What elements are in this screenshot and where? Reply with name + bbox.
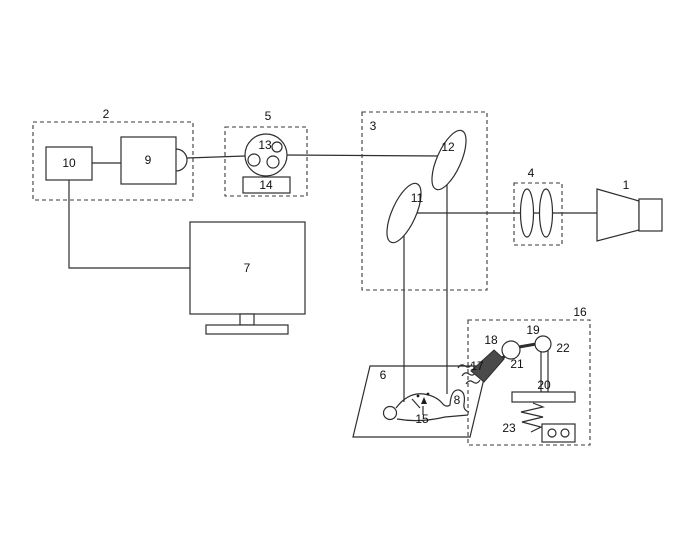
patient-head — [382, 405, 398, 421]
monitor-screen-7 — [189, 221, 306, 315]
source-cone-1 — [596, 188, 640, 242]
link-camera-filterwheel — [186, 155, 246, 159]
box-9 — [120, 136, 177, 185]
box-10 — [45, 146, 93, 181]
marker-dot-2 — [426, 392, 430, 396]
patient-arm — [411, 398, 421, 409]
ref-10-label: 10 — [62, 156, 76, 170]
ref-8-label: 8 — [454, 393, 461, 407]
link-filterwheel-mirror12 — [286, 154, 442, 157]
link-box10-monitor — [68, 180, 190, 269]
robot-link-upper — [518, 342, 537, 349]
wave-1 — [457, 363, 473, 369]
ref-18-label: 18 — [484, 333, 498, 347]
ref-7-label: 7 — [244, 261, 251, 275]
robot-platform — [511, 391, 576, 403]
unit16-boundary — [467, 319, 591, 446]
ref-23-label: 23 — [502, 421, 516, 435]
ref-3-label: 3 — [370, 119, 377, 133]
unit4-boundary — [513, 182, 563, 246]
ref-12-label: 12 — [441, 140, 455, 154]
lens-2 — [538, 188, 554, 238]
marker-dot-1 — [416, 394, 420, 398]
ref-20-label: 20 — [537, 378, 551, 392]
pedal-button-1 — [547, 428, 557, 438]
unit3-boundary — [361, 111, 488, 291]
source-body-1 — [638, 198, 663, 232]
box-14 — [242, 176, 291, 194]
ref-9-label: 9 — [145, 153, 152, 167]
robot-applicator-17 — [470, 349, 505, 383]
cable-spring-23 — [520, 402, 546, 433]
pedal-button-2 — [560, 428, 570, 438]
ref-16-label: 16 — [573, 305, 587, 319]
patient-body-top — [395, 389, 470, 413]
ref-15-label: 15 — [415, 412, 429, 426]
ref-13-label: 13 — [258, 138, 272, 152]
ref-6-label: 6 — [380, 368, 387, 382]
ref-1-label: 1 — [623, 178, 630, 192]
ref-5-label: 5 — [265, 109, 272, 123]
ref-4-label: 4 — [528, 166, 535, 180]
ref-17-label: 17 — [470, 359, 484, 373]
filter-aperture-2 — [266, 155, 280, 169]
ref-11-label: 11 — [411, 191, 424, 205]
patient-body-bottom — [396, 414, 469, 422]
filter-aperture-3 — [271, 141, 283, 153]
robot-joint-19 — [534, 335, 552, 353]
robot-joint-18 — [501, 340, 521, 360]
pedal-box — [541, 423, 576, 443]
treatment-bed — [352, 365, 488, 438]
marker-arrow — [421, 397, 427, 404]
ref-22-label: 22 — [556, 341, 570, 355]
ref-2-label: 2 — [103, 107, 110, 121]
monitor-base — [205, 324, 289, 335]
ref-14-label: 14 — [259, 178, 273, 192]
mirror-11 — [386, 182, 422, 244]
monitor-neck — [239, 313, 255, 326]
mirror-12 — [431, 129, 467, 191]
unit2-boundary — [32, 121, 194, 201]
unit5-boundary — [224, 126, 308, 197]
filter-aperture-1 — [247, 153, 261, 167]
lens-1 — [519, 188, 535, 238]
wave-3 — [465, 379, 481, 385]
ref-21-label: 21 — [510, 357, 524, 371]
ref-19-label: 19 — [526, 323, 540, 337]
box9-lens-arc — [175, 148, 188, 172]
